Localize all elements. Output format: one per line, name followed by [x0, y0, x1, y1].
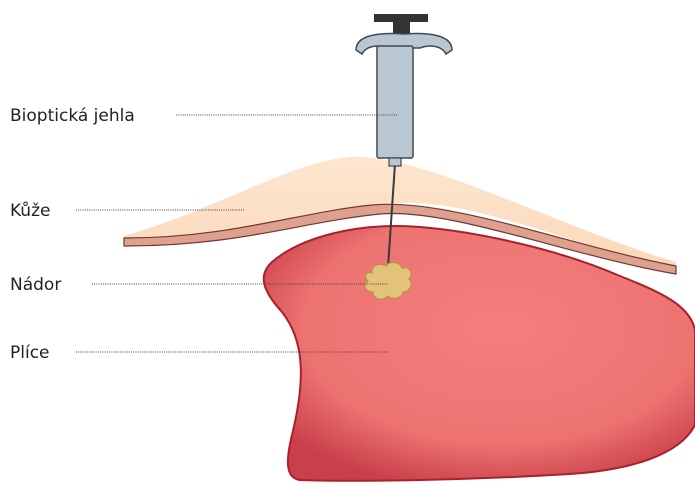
label-needle: Bioptická jehla — [10, 106, 398, 126]
label-lung-text: Plíce — [10, 343, 50, 363]
biopsy-syringe — [356, 14, 452, 166]
label-tumor-text: Nádor — [10, 275, 61, 295]
plunger-top — [374, 14, 428, 22]
label-needle-text: Bioptická jehla — [10, 106, 135, 126]
syringe-tip — [389, 158, 401, 166]
syringe-barrel — [377, 46, 413, 158]
label-skin-text: Kůže — [10, 201, 50, 221]
